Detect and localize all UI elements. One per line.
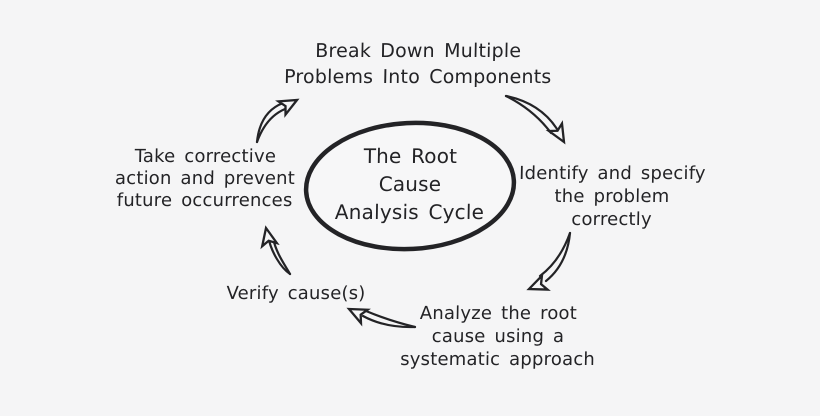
arrow-down-left-icon — [526, 231, 572, 291]
arrow-down-right-icon — [504, 94, 566, 145]
step-break-down-problems: Break Down Multiple Problems Into Compon… — [283, 40, 552, 88]
step-take-corrective-action: Take corrective action and prevent futur… — [114, 146, 296, 211]
arrow-up-icon — [260, 225, 292, 276]
center-ellipse — [303, 120, 517, 252]
arrow-up-right-icon — [255, 98, 300, 144]
step-verify-causes: Verify cause(s) — [226, 283, 366, 304]
step-identify-problem: Identify and specify the problem correct… — [518, 163, 706, 230]
cycle-title: The Root Cause Analysis Cycle — [334, 144, 485, 224]
step-analyze-root-cause: Analyze the root cause using a systemati… — [399, 303, 596, 370]
arrow-up-left-icon — [346, 307, 417, 329]
